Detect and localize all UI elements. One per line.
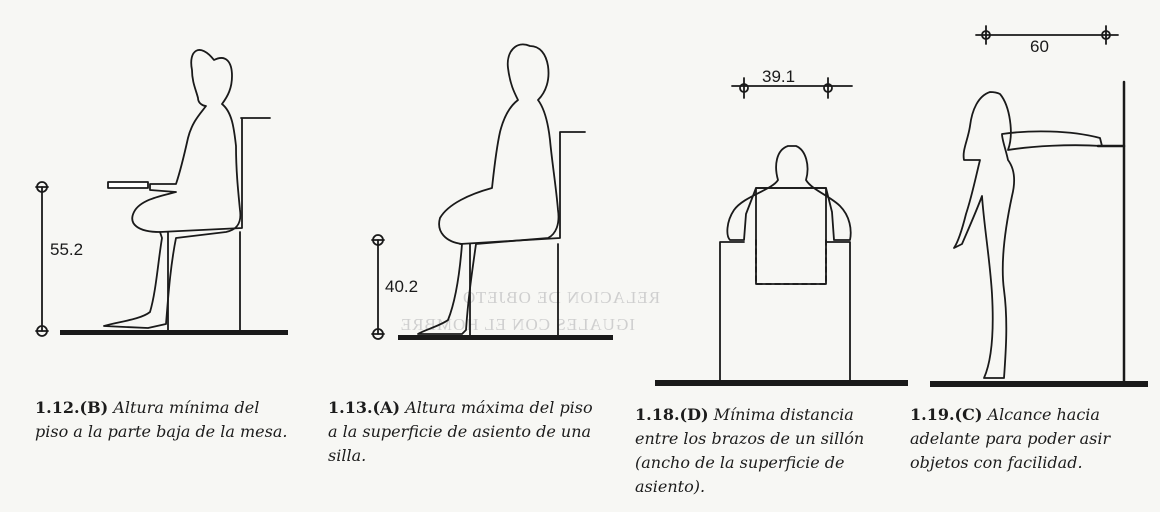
caption-number: 1.13. [328, 398, 373, 417]
seated-person [103, 49, 242, 329]
seated-person-back [726, 145, 852, 241]
table-top [107, 181, 149, 189]
floor-line [398, 335, 613, 340]
dimension-label: 39.1 [762, 67, 795, 86]
figure-1-12: 55.2 [35, 49, 288, 337]
caption-number: 1.18. [635, 405, 680, 424]
caption-1-13: 1.13.(A) Altura máxima del piso a la sup… [328, 396, 602, 468]
caption-text: Mínima distancia entre los brazos de un … [635, 405, 865, 496]
caption-letter: (A) [372, 398, 401, 417]
caption-1-19: 1.19.(C) Alcance hacia adelante para pod… [910, 403, 1150, 475]
floor-line [930, 381, 1148, 387]
caption-text: Altura máxima del piso a la superficie d… [328, 398, 593, 465]
figure-1-13: 40.2 [371, 43, 613, 340]
dimension-label: 40.2 [385, 277, 418, 296]
caption-number: 1.19. [910, 405, 955, 424]
caption-letter: (D) [679, 405, 709, 424]
caption-1-18: 1.18.(D) Mínima distancia entre los braz… [635, 403, 885, 499]
standing-person [953, 91, 1103, 379]
caption-text: Altura mínima del piso a la parte baja d… [35, 398, 288, 441]
caption-number: 1.12. [35, 398, 80, 417]
dimension-label: 55.2 [50, 240, 83, 259]
floor-line [655, 380, 908, 386]
floor-line [60, 330, 288, 335]
bleed-through-text: RELACION DE OBJETO IGUALES CON EL HOMBRE [400, 288, 660, 334]
caption-letter: (B) [79, 398, 109, 417]
figure-1-18: 39.1 [655, 67, 908, 386]
caption-letter: (C) [954, 405, 983, 424]
caption-text: Alcance hacia adelante para poder asir o… [910, 405, 1111, 472]
figure-1-19: 60 [930, 25, 1148, 387]
chair [459, 131, 586, 336]
caption-1-12: 1.12.(B) Altura mínima del piso a la par… [35, 396, 297, 444]
armchair [719, 241, 851, 383]
bleed-through-1: RELACION DE OBJETO [462, 288, 660, 307]
bleed-through-2: IGUALES CON EL HOMBRE [400, 315, 635, 334]
chair [159, 117, 271, 331]
dimension-label: 60 [1030, 37, 1049, 56]
seated-person [417, 43, 560, 335]
